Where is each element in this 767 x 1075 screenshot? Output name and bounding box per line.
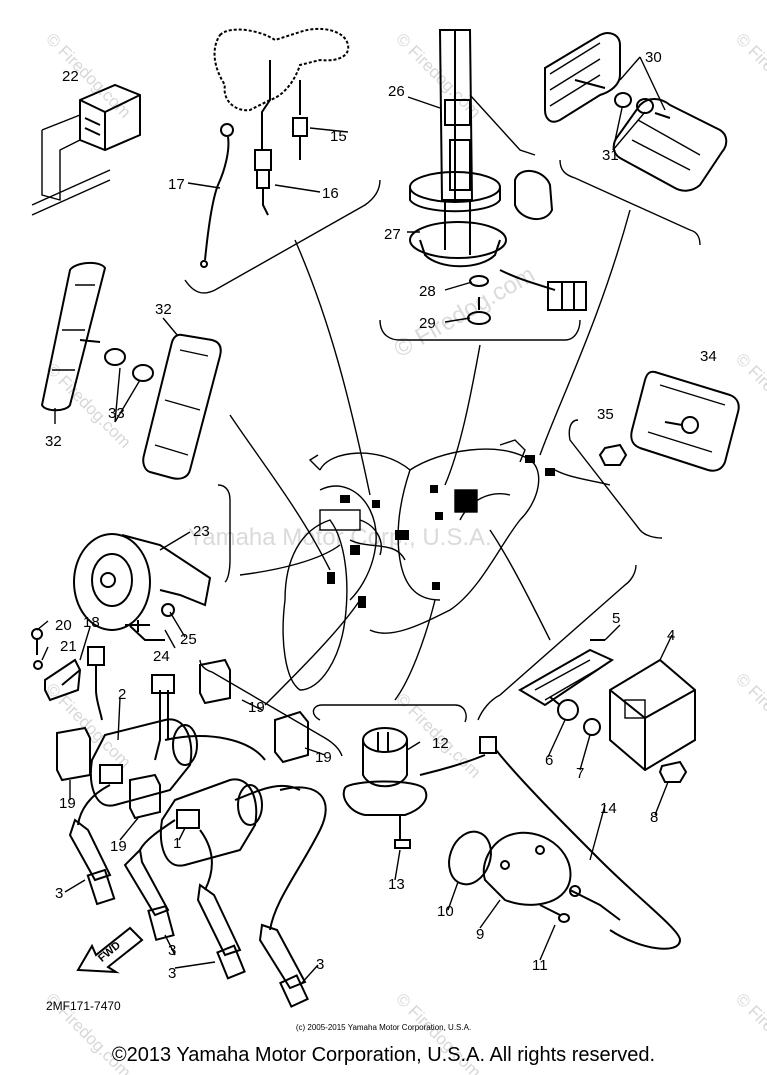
part-label-3: 3 [168, 942, 176, 959]
regulator-assembly [518, 639, 696, 783]
part-label-19: 19 [248, 699, 265, 716]
part-label-32: 32 [155, 301, 172, 318]
part-label-8: 8 [650, 809, 658, 826]
plug-leads [68, 784, 327, 1008]
part-label-6: 6 [545, 752, 553, 769]
part-label-17: 17 [168, 176, 185, 193]
part-label-27: 27 [384, 226, 401, 243]
watermark: © Firedog.com [732, 349, 767, 441]
small-copyright: (c) 2005-2015 Yamaha Motor Corporation, … [295, 1023, 472, 1032]
diagram-id: 2MF171-7470 [46, 999, 121, 1013]
center-connectors [327, 455, 555, 608]
horn-assembly [73, 533, 212, 641]
oil-switch-assembly [342, 727, 497, 849]
part-label-10: 10 [437, 903, 454, 920]
watermark: © Firedog.com [732, 29, 767, 121]
part-label-3: 3 [316, 956, 324, 973]
watermark: © Firedog.com [390, 261, 540, 363]
fwd-arrow-icon [76, 926, 144, 974]
part-label-33: 33 [108, 405, 125, 422]
rear-reflector-right [598, 370, 740, 472]
part-label-23: 23 [193, 523, 210, 540]
part-label-35: 35 [597, 406, 614, 423]
small-parts-left [31, 628, 105, 721]
part-label-18: 18 [83, 614, 100, 631]
part-label-14: 14 [600, 800, 617, 817]
part-label-9: 9 [476, 926, 484, 943]
part-label-25: 25 [180, 631, 197, 648]
part-label-11: 11 [532, 957, 548, 974]
part-label-19: 19 [59, 795, 76, 812]
part-label-21: 21 [60, 638, 77, 655]
part-label-19: 19 [315, 749, 332, 766]
part-label-34: 34 [700, 348, 717, 365]
fuel-sender-assembly [409, 29, 587, 325]
part-label-2: 2 [118, 686, 126, 703]
part-label-29: 29 [419, 315, 436, 332]
part-label-15: 15 [330, 128, 347, 145]
part-label-4: 4 [667, 627, 675, 644]
part-label-3: 3 [168, 965, 176, 982]
part-label-16: 16 [322, 185, 339, 202]
watermark: © Firedog.com [42, 29, 134, 121]
part-label-19: 19 [110, 838, 127, 855]
rear-reflector-assembly [544, 32, 728, 192]
part-label-31: 31 [602, 147, 619, 164]
leader-lines [229, 209, 631, 706]
part-labels: 15 16 17 22 26 27 28 29 30 31 32 32 33 3… [36, 49, 717, 986]
part-label-30: 30 [645, 49, 662, 66]
part-label-13: 13 [388, 876, 405, 893]
ignition-coils [89, 674, 301, 867]
cover-assembly [448, 830, 572, 923]
handlebar-switch-assembly [200, 27, 350, 268]
part-label-28: 28 [419, 283, 436, 300]
part-label-1: 1 [173, 835, 181, 852]
group-brackets [184, 159, 701, 757]
part-label-32: 32 [45, 433, 62, 450]
side-reflector-right [142, 333, 222, 480]
motorcycle-outline [282, 439, 540, 691]
part-label-24: 24 [153, 648, 170, 665]
part-label-12: 12 [432, 735, 449, 752]
relay-22 [31, 83, 141, 216]
part-label-3: 3 [55, 885, 63, 902]
cable-14 [495, 749, 682, 950]
part-label-22: 22 [62, 68, 79, 85]
part-label-20: 20 [55, 617, 72, 634]
part-label-7: 7 [576, 765, 584, 782]
part-label-5: 5 [612, 610, 620, 627]
copyright-notice: ©2013 Yamaha Motor Corporation, U.S.A. A… [111, 1044, 656, 1066]
part-label-26: 26 [388, 83, 405, 100]
side-reflector-left [40, 262, 154, 412]
watermark: © Firedog.com [732, 669, 767, 761]
